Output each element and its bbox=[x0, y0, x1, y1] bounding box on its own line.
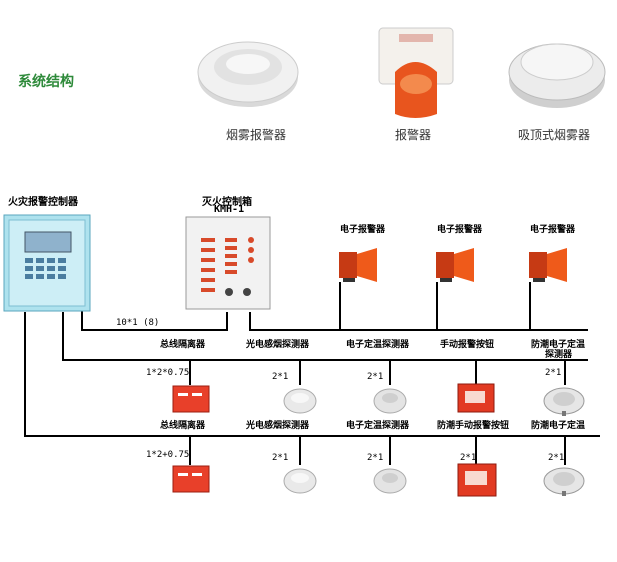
temp-detector-2 bbox=[373, 468, 407, 494]
row2-label-isolator: 总线隔离器 bbox=[160, 421, 206, 431]
bus-isolator-1 bbox=[172, 385, 210, 413]
electronic-alarm-label-1: 电子报警器 bbox=[340, 225, 386, 235]
manual-alarm-button-1 bbox=[457, 383, 495, 413]
row2-label-photo-smoke: 光电感烟探测器 bbox=[246, 421, 310, 431]
row2-label-moisture-manual: 防潮手动报警按钮 bbox=[437, 421, 510, 431]
caption-smoke-alarm: 烟雾报警器 bbox=[226, 128, 287, 142]
electronic-alarm-label-2: 电子报警器 bbox=[437, 225, 483, 235]
row1-label-moisture-temp: 防潮电子定温 bbox=[531, 340, 586, 350]
row3-spec: 1*2+0.75 bbox=[146, 450, 190, 460]
row2-label-temp: 电子定温探测器 bbox=[346, 421, 410, 431]
fire-alarm-controller bbox=[3, 214, 91, 312]
moisture-temp-detector-1 bbox=[543, 387, 585, 416]
row2-label-moisture-temp: 防潮电子定温 bbox=[531, 421, 586, 431]
row2-count-2: 2*1 bbox=[367, 372, 384, 382]
photo-smoke-detector-1 bbox=[283, 388, 317, 414]
row3-count-4: 2*1 bbox=[548, 453, 565, 463]
row2-count-1: 2*1 bbox=[272, 372, 289, 382]
section-title: 系统结构 bbox=[18, 74, 74, 90]
electronic-alarm-3 bbox=[529, 248, 567, 282]
row2-count-3: 2*1 bbox=[545, 368, 562, 378]
temp-detector-1 bbox=[373, 388, 407, 414]
bus1-spec: 10*1 (8) bbox=[116, 318, 160, 328]
electronic-alarm-label-3: 电子报警器 bbox=[530, 225, 576, 235]
moisture-temp-detector-2 bbox=[543, 467, 585, 496]
electronic-alarm-1 bbox=[339, 248, 377, 282]
row1-label-manual: 手动报警按钮 bbox=[440, 340, 495, 350]
siren-photo bbox=[378, 27, 454, 118]
moisture-manual-button-2 bbox=[457, 463, 497, 497]
row3-count-3: 2*1 bbox=[460, 453, 477, 463]
ceiling-smoke-detector-photo bbox=[508, 43, 606, 108]
row2-spec: 1*2*0.75 bbox=[146, 368, 190, 378]
extinguish-control-box bbox=[185, 216, 271, 310]
row1-label-temp: 电子定温探测器 bbox=[346, 340, 410, 350]
electronic-alarm-2 bbox=[436, 248, 474, 282]
row3-count-2: 2*1 bbox=[367, 453, 384, 463]
smoke-alarm-photo bbox=[197, 41, 299, 107]
extinguish-box-model: KMH-1 bbox=[214, 204, 245, 215]
caption-siren: 报警器 bbox=[395, 128, 432, 142]
photo-smoke-detector-2 bbox=[283, 468, 317, 494]
row1-label-detector: 探测器 bbox=[545, 350, 573, 360]
row1-label-photo-smoke: 光电感烟探测器 bbox=[246, 340, 310, 350]
caption-ceiling-smoke: 吸顶式烟雾器 bbox=[518, 128, 591, 142]
row1-label-isolator: 总线隔离器 bbox=[160, 340, 206, 350]
extinguish-box-label: 灭火控制箱 bbox=[202, 197, 252, 208]
bus-isolator-2 bbox=[172, 465, 210, 493]
controller-label: 火灾报警控制器 bbox=[8, 197, 78, 208]
row3-count-1: 2*1 bbox=[272, 453, 289, 463]
